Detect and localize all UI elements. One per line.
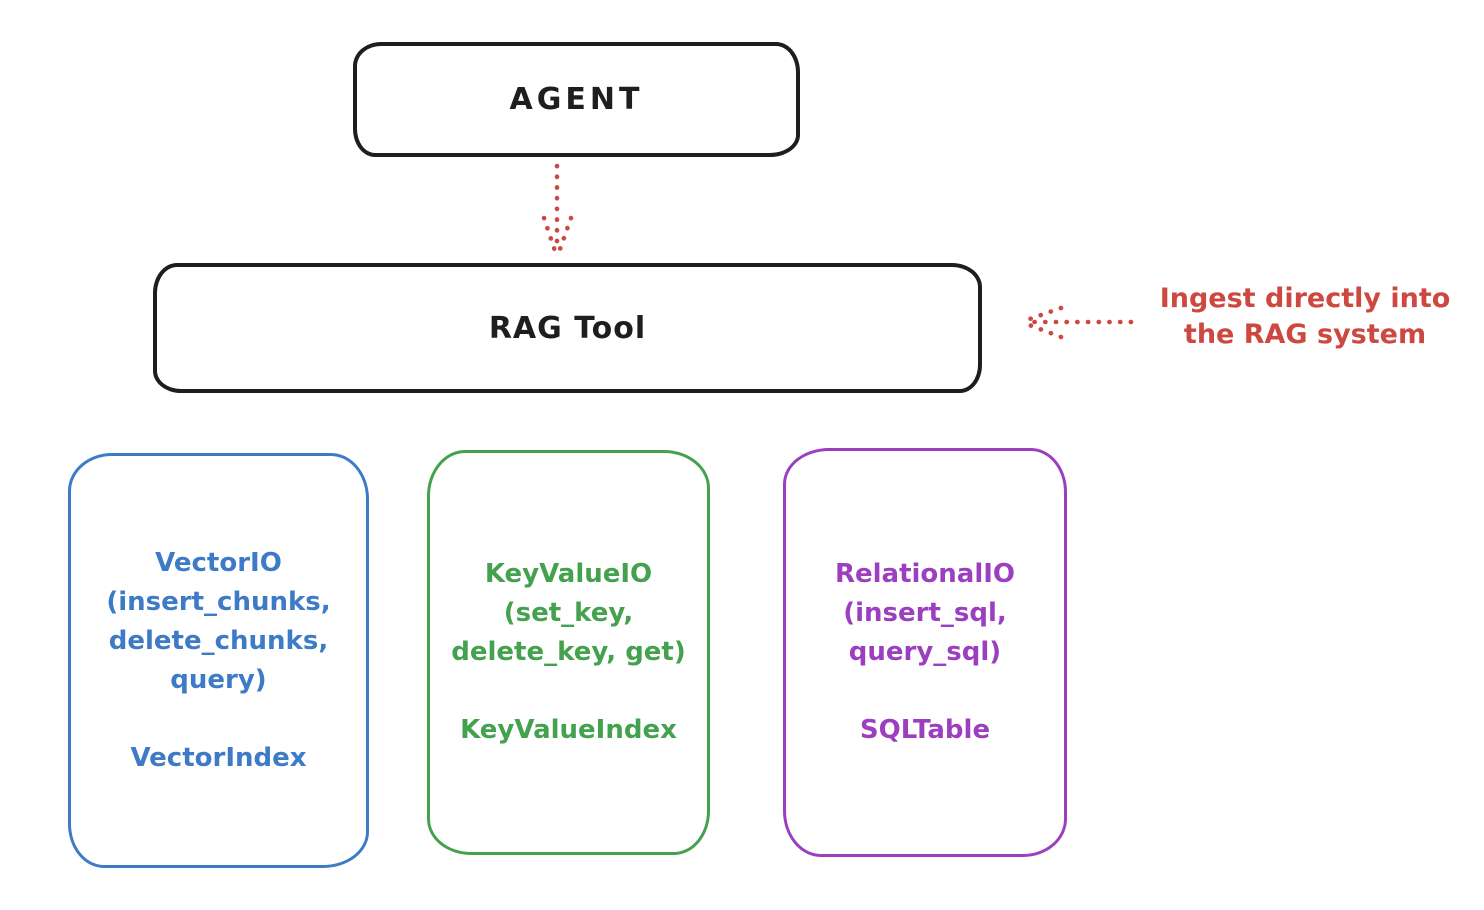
sql-table-label: SQLTable	[859, 715, 991, 745]
ingest-annotation-line1: Ingest directly into	[1159, 283, 1451, 314]
dotted-arrow-left-icon	[1021, 305, 1134, 340]
card-line: delete_chunks,	[108, 625, 329, 656]
vector-io-card: VectorIO (insert_chunks, delete_chunks, …	[68, 453, 369, 868]
card-line: delete_key, get)	[451, 637, 686, 667]
rag-tool-label: RAG Tool	[488, 310, 647, 346]
card-line: (insert_chunks,	[106, 586, 331, 617]
relational-io-signature: RelationalIO (insert_sql, query_sql)	[835, 555, 1015, 672]
ingest-annotation: Ingest directly into the RAG system	[1138, 281, 1472, 353]
card-line: KeyValueIO	[484, 559, 653, 589]
keyvalue-io-signature: KeyValueIO (set_key, delete_key, get)	[451, 555, 686, 672]
keyvalue-io-card: KeyValueIO (set_key, delete_key, get) Ke…	[427, 450, 710, 855]
card-line: (insert_sql,	[843, 598, 1007, 628]
agent-label: AGENT	[509, 82, 644, 117]
agent-box: AGENT	[353, 42, 800, 157]
ingest-annotation-line2: the RAG system	[1183, 319, 1427, 350]
keyvalue-index-label: KeyValueIndex	[460, 715, 677, 745]
card-line: (set_key,	[503, 598, 634, 628]
dotted-arrow-down-icon	[541, 163, 574, 255]
card-line: query)	[170, 664, 267, 695]
card-line: VectorIO	[155, 547, 282, 578]
relational-io-card: RelationalIO (insert_sql, query_sql) SQL…	[783, 448, 1067, 857]
card-line: RelationalIO	[834, 559, 1016, 589]
rag-tool-box: RAG Tool	[153, 263, 982, 393]
card-line: query_sql)	[848, 637, 1002, 667]
vector-index-label: VectorIndex	[130, 742, 307, 773]
vector-io-signature: VectorIO (insert_chunks, delete_chunks, …	[106, 544, 330, 700]
